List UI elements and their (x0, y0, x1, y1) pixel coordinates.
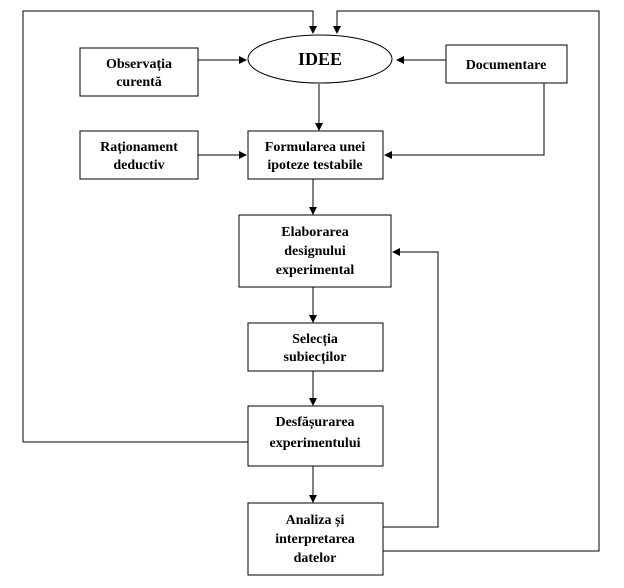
arrow-desfasurarea-to-idee (22, 10, 317, 443)
node-idee: IDEE (247, 34, 393, 84)
node-label: experimentului (270, 436, 361, 451)
node-label: Elaborarea (281, 225, 348, 240)
node-documentare: Documentare (445, 44, 568, 84)
connectors (22, 10, 600, 552)
node-label: Documentare (466, 58, 547, 73)
node-label: Desfășurarea (275, 415, 354, 430)
node-label: Selecția (292, 332, 338, 347)
node-desfasurarea: Desfășurarea experimentului (247, 405, 384, 467)
node-label: experimental (276, 263, 355, 278)
node-label: Analiza și (286, 513, 345, 528)
node-label: deductiv (113, 158, 164, 173)
node-observatia: Observația curentă (79, 47, 199, 97)
node-label: interpretarea (275, 532, 355, 547)
node-label: IDEE (298, 49, 342, 69)
node-label: ipoteze testabile (267, 158, 362, 173)
node-label: Observația (106, 57, 172, 72)
node-selectia: Selecția subiecților (247, 322, 384, 372)
arrow-analiza-to-elaborarea (383, 248, 439, 528)
arrow-analiza-to-idee (333, 10, 600, 552)
node-formularea: Formularea unei ipoteze testabile (247, 130, 384, 180)
node-analiza: Analiza și interpretarea datelor (247, 502, 384, 576)
node-label: subiecților (284, 350, 347, 365)
node-label: designului (284, 244, 346, 259)
arrow-documentare-to-formularea (384, 83, 545, 159)
node-elaborarea: Elaborarea designului experimental (238, 214, 392, 288)
node-label: Formularea unei (265, 140, 366, 155)
node-rationament: Raționament deductiv (79, 130, 199, 180)
node-label: Raționament (100, 140, 178, 155)
node-label: datelor (294, 551, 337, 566)
node-label: curentă (116, 75, 162, 90)
